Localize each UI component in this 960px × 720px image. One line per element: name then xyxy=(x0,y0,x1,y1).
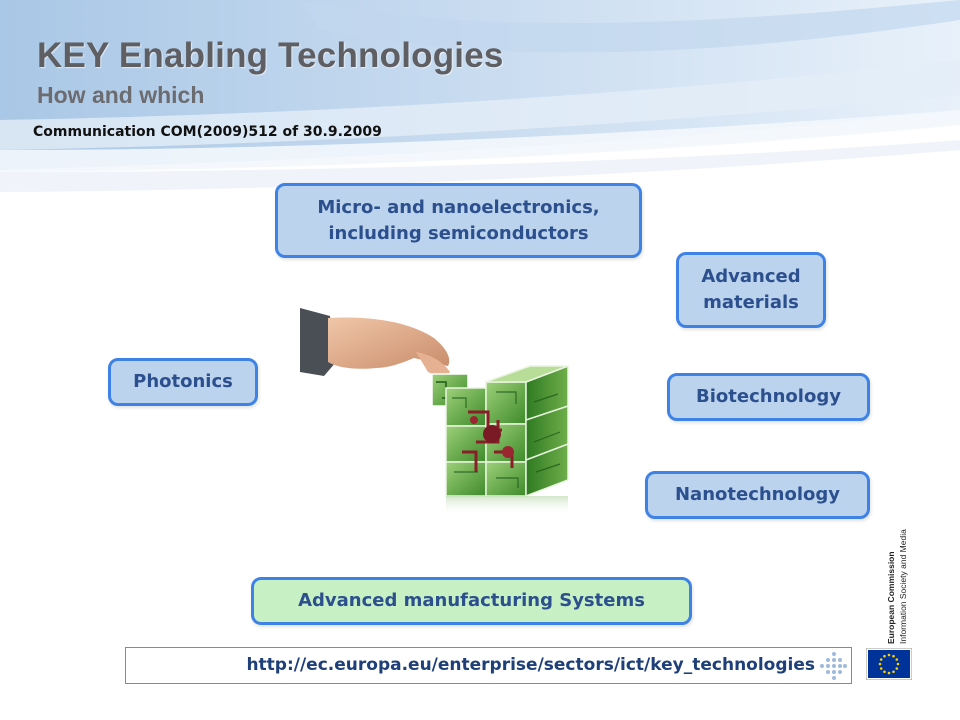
european-commission-label: European Commission Information Society … xyxy=(886,529,908,644)
url-box: http://ec.europa.eu/enterprise/sectors/i… xyxy=(125,647,852,684)
tech-box-advanced-manufacturing: Advanced manufacturing Systems xyxy=(251,577,692,625)
tech-box-advanced-materials: Advanced materials xyxy=(676,252,826,328)
org-name: European Commission xyxy=(886,551,896,644)
tech-box-nanotechnology: Nanotechnology xyxy=(645,471,870,519)
header-banner xyxy=(0,0,960,200)
dotted-arrow-icon xyxy=(820,652,847,680)
page-subtitle: How and which xyxy=(37,82,205,108)
tech-box-micro-nanoelectronics: Micro- and nanoelectronics, including se… xyxy=(275,183,642,258)
page-title: KEY Enabling Technologies xyxy=(37,36,504,75)
hand-placing-circuit-cube-icon xyxy=(300,308,569,516)
org-unit: Information Society and Media xyxy=(898,529,908,644)
tech-box-photonics: Photonics xyxy=(108,358,258,406)
url-link[interactable]: http://ec.europa.eu/enterprise/sectors/i… xyxy=(246,655,815,675)
communication-reference: Communication COM(2009)512 of 30.9.2009 xyxy=(33,124,382,140)
tech-box-biotechnology: Biotechnology xyxy=(667,373,870,421)
eu-flag-icon xyxy=(866,648,912,680)
